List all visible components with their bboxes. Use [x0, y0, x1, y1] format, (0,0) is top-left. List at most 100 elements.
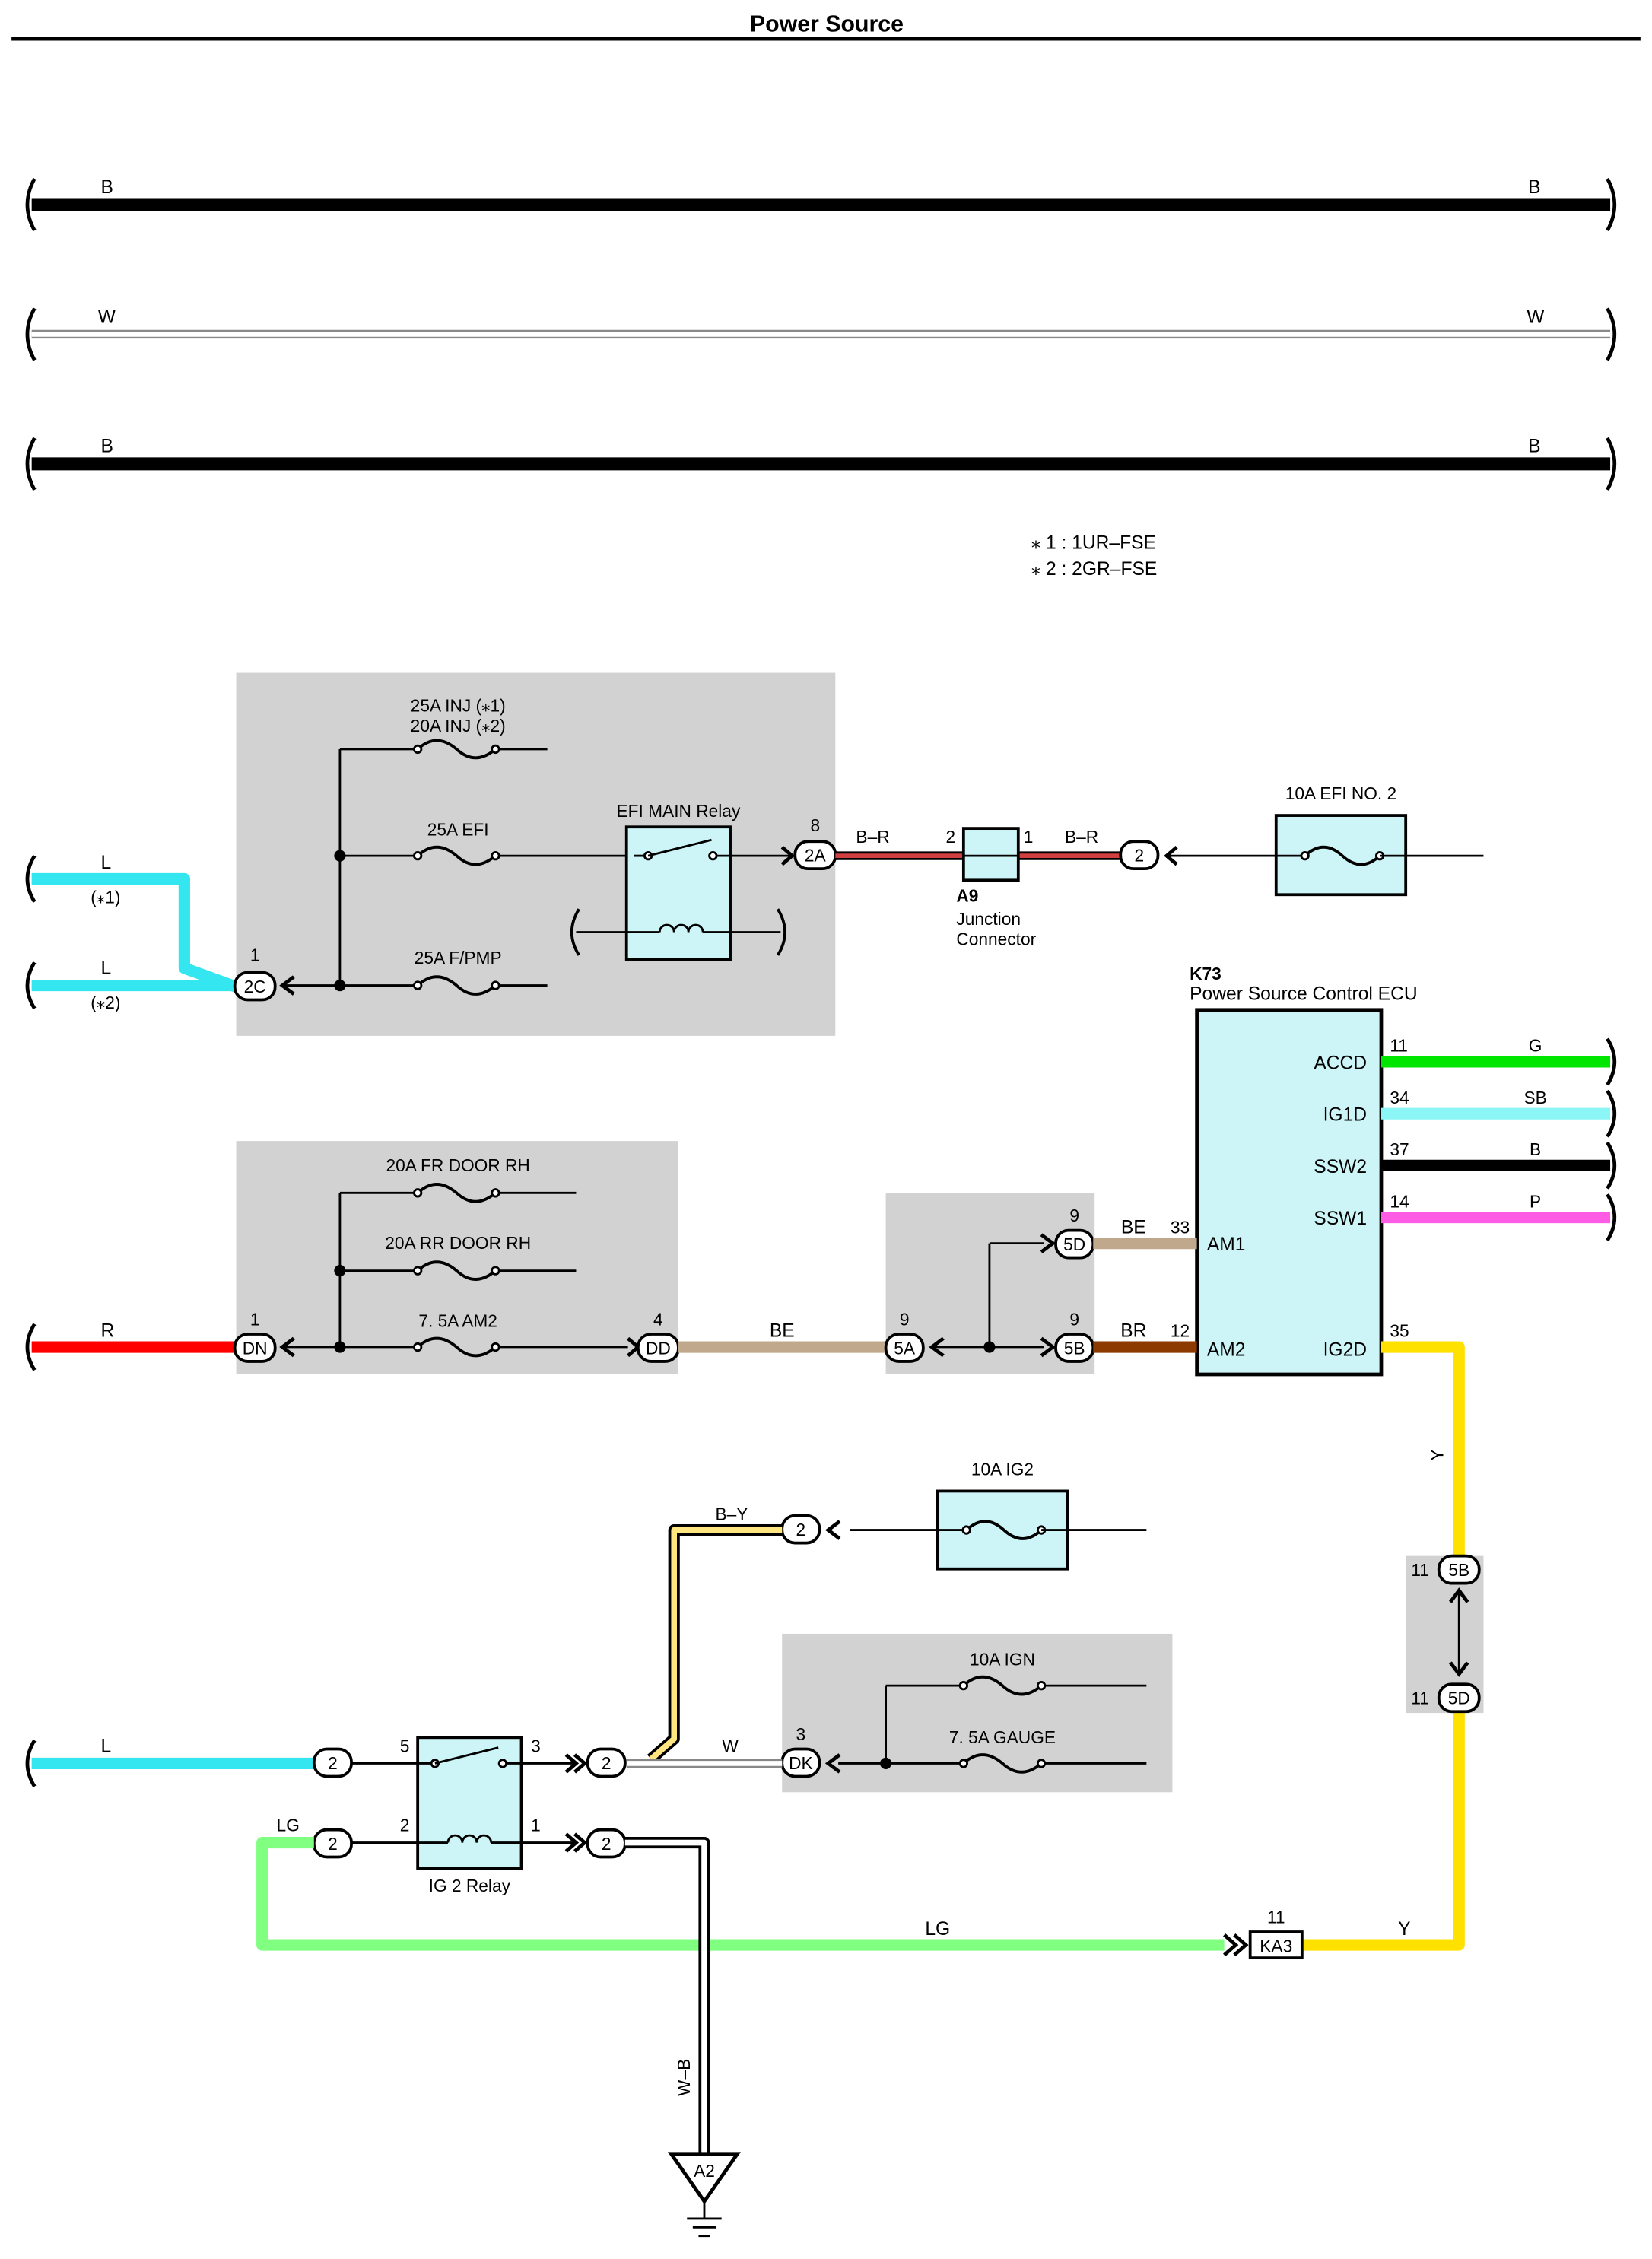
connector-2-relay-1: 2 — [564, 1828, 627, 1859]
fuse-inj: 25A INJ (⁎1) 20A INJ (⁎2) — [411, 696, 506, 760]
connector-dd-label: DD — [646, 1338, 671, 1358]
connector-dk-label: DK — [789, 1753, 813, 1773]
ig2-relay-label: IG 2 Relay — [429, 1876, 511, 1895]
page-title: Power Source — [750, 12, 904, 37]
fuse-rr-door: 20A RR DOOR RH — [385, 1233, 531, 1281]
ign-fuse-panel — [782, 1633, 1173, 1793]
wire-b-r-label-a: B–R — [856, 827, 889, 847]
wire-r: R — [25, 1321, 237, 1371]
bus-w: W W — [25, 307, 1617, 361]
connector-2-ig2-fuse: 2 — [780, 1514, 841, 1545]
door-fuse-panel — [236, 1141, 678, 1375]
fuse-ign-label: 10A IGN — [970, 1650, 1035, 1670]
bus-w-left-label: W — [98, 307, 116, 327]
k73-pin-ig2d: IG2D — [1323, 1339, 1367, 1360]
bus-b-top-left-label: B — [101, 177, 113, 198]
ig2d-pin-number: 35 — [1390, 1321, 1409, 1341]
fuse-efi-no2: 10A EFI NO. 2 — [1274, 783, 1484, 897]
wire-y-horiz-label: Y — [1398, 1919, 1410, 1940]
connector-2-relay-3: 2 — [564, 1747, 627, 1778]
wire-l-top-note: (⁎1) — [91, 888, 120, 907]
ig2-relay-pin-1: 1 — [531, 1815, 541, 1835]
wire-p-ssw1: 14 P — [1380, 1191, 1617, 1242]
wire-be-am1-label: BE — [1121, 1217, 1146, 1238]
connector-dk: DK 3 — [780, 1724, 841, 1778]
splice-door-2 — [334, 1341, 346, 1353]
connector-dn-pin: 1 — [250, 1310, 260, 1330]
bus-b-top-right-label: B — [1528, 177, 1540, 198]
fuse-efi-no2-label: 10A EFI NO. 2 — [1285, 783, 1396, 803]
wire-b-ssw2-label: B — [1530, 1139, 1541, 1159]
engine-room-jb-panel — [236, 672, 836, 1036]
k73-pin-am1: AM1 — [1207, 1234, 1246, 1255]
connector-2c-label: 2C — [244, 977, 266, 996]
connector-dn: DN 1 — [233, 1310, 295, 1363]
k73-pin-ssw1: SSW1 — [1314, 1209, 1367, 1229]
connector-dn-label: DN — [243, 1338, 268, 1358]
wire-r-label: R — [101, 1321, 115, 1342]
k73-pin-am2: AM2 — [1207, 1339, 1246, 1360]
efi-main-relay-label: EFI MAIN Relay — [616, 801, 740, 821]
connector-2-relay-1-label: 2 — [602, 1834, 612, 1854]
connector-5b-low-pin: 11 — [1411, 1560, 1429, 1580]
bus-b-top: B B — [25, 177, 1617, 232]
wire-be-am1: BE 33 — [1093, 1217, 1197, 1250]
k73-pin-accd: ACCD — [1314, 1053, 1367, 1073]
a9-pin-left: 2 — [945, 827, 955, 847]
efi-main-relay: EFI MAIN Relay — [570, 801, 786, 961]
wire-lg: LG LG — [256, 1815, 1225, 1951]
wire-br-am2-label: BR — [1120, 1321, 1146, 1342]
fuse-rr-door-label: 20A RR DOOR RH — [385, 1233, 531, 1253]
connector-dd-pin: 4 — [653, 1310, 663, 1330]
note-2gr-fse: ⁎ 2 : 2GR–FSE — [1031, 559, 1157, 580]
splice-ign — [880, 1757, 892, 1769]
ig2-relay-pin-3: 3 — [531, 1736, 541, 1755]
fuse-gauge: 7. 5A GAUGE — [949, 1727, 1056, 1774]
ground-a2-label: A2 — [694, 2161, 715, 2181]
wire-y: 35 Y Y — [1303, 1321, 1465, 1951]
fuse-inj-label-1: 25A INJ (⁎1) — [411, 696, 506, 716]
ig2-relay: 5 3 2 1 IG 2 Relay — [351, 1736, 577, 1895]
splice-efi-1 — [334, 850, 346, 862]
connector-ka3-pin: 11 — [1267, 1908, 1285, 1927]
ig1d-pin-number: 34 — [1390, 1088, 1409, 1107]
fuse-ign: 10A IGN — [958, 1650, 1047, 1696]
connector-2-ig2-fuse-label: 2 — [796, 1520, 806, 1539]
splice-5a — [983, 1341, 996, 1353]
connector-2a: 2A 8 — [780, 815, 837, 871]
connector-5a-label: 5A — [894, 1338, 916, 1358]
fuse-am2: 7. 5A AM2 — [413, 1311, 500, 1358]
note-1ur-fse: ⁎ 1 : 1UR–FSE — [1031, 533, 1156, 554]
connector-2-lg-label: 2 — [328, 1834, 338, 1854]
fuse-inj-label-2: 20A INJ (⁎2) — [411, 716, 506, 736]
ig2-relay-pin-2: 2 — [400, 1815, 410, 1835]
wire-l-mid-note: (⁎2) — [91, 993, 120, 1012]
wire-be-main: BE — [678, 1321, 886, 1353]
wire-b-y-label: B–Y — [715, 1504, 748, 1523]
ssw2-pin-number: 37 — [1390, 1139, 1409, 1159]
am2-pin-number: 12 — [1171, 1321, 1190, 1341]
wire-w: W — [626, 1736, 783, 1768]
wire-w-label: W — [722, 1736, 739, 1755]
wire-b-ssw2: 37 B — [1380, 1139, 1617, 1190]
connector-2a-pin: 8 — [810, 815, 820, 835]
connector-2-efi-no2-label: 2 — [1135, 846, 1145, 866]
connector-5a-pin: 9 — [900, 1310, 910, 1330]
a9-name-2: Connector — [956, 929, 1036, 949]
wire-w-b: W–B — [624, 1837, 710, 2154]
connector-2-l-label: 2 — [328, 1753, 338, 1773]
connector-5d-top-label: 5D — [1063, 1234, 1085, 1254]
fuse-ig2: 10A IG2 — [850, 1460, 1147, 1571]
am1-pin-number: 33 — [1171, 1217, 1190, 1237]
wire-g-label: G — [1529, 1036, 1542, 1056]
wire-l-top-label: L — [101, 853, 112, 873]
connector-ka3-label: KA3 — [1260, 1937, 1292, 1956]
splice-efi-2 — [334, 980, 346, 992]
ground-a2: A2 — [667, 2152, 742, 2238]
wire-b-r: B–R B–R — [835, 827, 1121, 860]
connector-dd: DD 4 — [627, 1310, 680, 1363]
wire-sb-label: SB — [1523, 1088, 1546, 1107]
junction-connector-a9: 2 1 A9 Junction Connector — [945, 827, 1036, 948]
connector-2-efi-no2: 2 — [1119, 840, 1276, 871]
a9-pin-right: 1 — [1024, 827, 1034, 847]
